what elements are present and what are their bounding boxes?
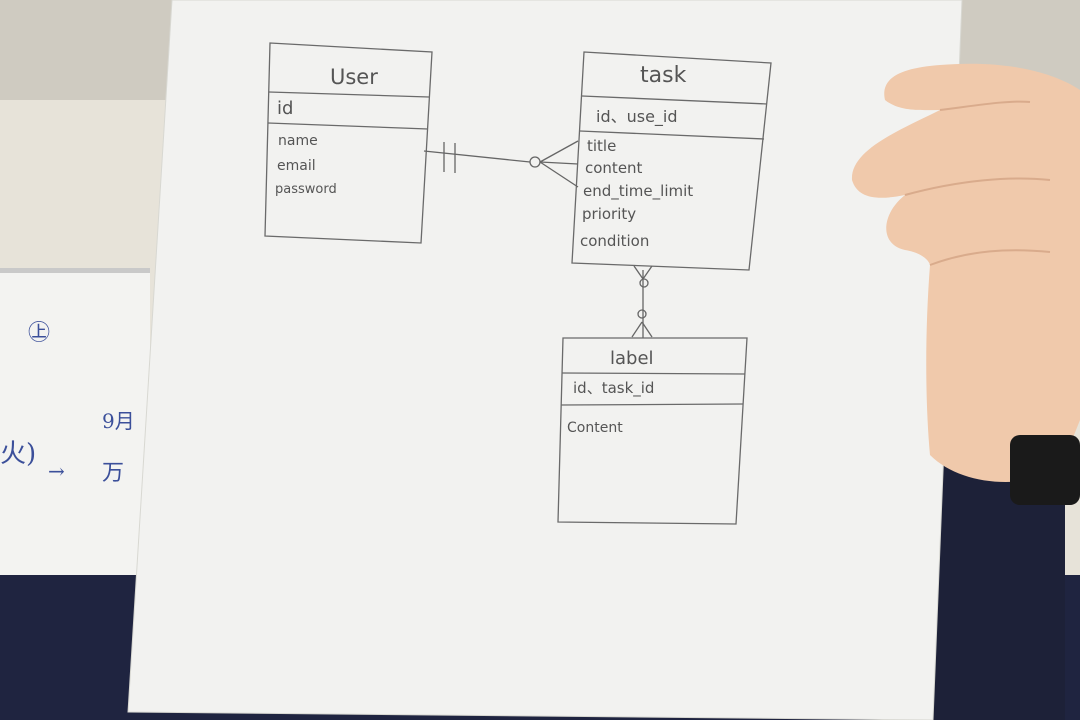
label-pk-divider	[560, 403, 744, 406]
relationship-line	[423, 150, 531, 163]
zero-circle-marker	[637, 309, 647, 319]
paper-shape	[128, 0, 962, 720]
task-pk-divider	[579, 130, 765, 140]
label-primary-key: id、task_id	[573, 379, 654, 398]
hand-shape	[851, 63, 1080, 482]
label-entity-title: label	[610, 348, 654, 369]
whiteboard-note: 9月	[102, 409, 135, 433]
crowfoot-marker	[539, 140, 579, 163]
task-attribute: priority	[582, 205, 636, 223]
crowfoot-marker	[642, 265, 653, 280]
task-attribute: end_time_limit	[583, 182, 693, 201]
user-entity-title: User	[330, 65, 378, 89]
label-entity-box	[557, 337, 748, 525]
task-entity-title: task	[640, 63, 687, 88]
whiteboard-note: ㊤	[28, 321, 51, 346]
zero-circle-marker	[639, 278, 649, 288]
task-entity	[571, 51, 772, 271]
crowfoot-marker	[539, 161, 579, 188]
crowfoot-marker	[631, 321, 643, 338]
label-attribute: Content	[567, 420, 623, 436]
user-attribute: name	[278, 133, 318, 149]
finger-crease	[904, 177, 1051, 196]
task-entity-box	[571, 51, 772, 271]
user-entity-box	[264, 42, 433, 244]
crowfoot-marker	[539, 161, 579, 165]
user-header-divider	[268, 91, 430, 98]
user-attribute: password	[275, 182, 337, 197]
task-attribute: title	[587, 137, 616, 155]
user-pk-divider	[267, 122, 429, 130]
whiteboard-note: 万	[102, 461, 125, 486]
paper-edge	[127, 0, 963, 720]
user-attribute: email	[277, 158, 316, 174]
task-label-relationship	[631, 265, 653, 338]
user-task-relationship	[423, 140, 579, 188]
whiteboard-note: →	[48, 459, 65, 483]
finger-crease	[939, 100, 1031, 111]
task-primary-key: id、use_id	[596, 107, 678, 127]
task-attribute: condition	[580, 232, 649, 250]
whiteboard-note: 火)	[0, 439, 37, 469]
task-header-divider	[581, 95, 768, 105]
user-entity	[264, 42, 433, 244]
label-entity	[557, 337, 748, 525]
finger-crease	[929, 249, 1051, 266]
task-attribute: content	[585, 159, 643, 177]
crowfoot-marker	[633, 265, 644, 280]
user-primary-key: id	[277, 98, 293, 119]
whiteboard: ㊤ 9月 火) → 万	[0, 268, 150, 588]
watch-band	[1010, 435, 1080, 505]
hand	[851, 63, 1080, 505]
label-header-divider	[561, 372, 746, 375]
crowfoot-marker	[641, 321, 653, 338]
